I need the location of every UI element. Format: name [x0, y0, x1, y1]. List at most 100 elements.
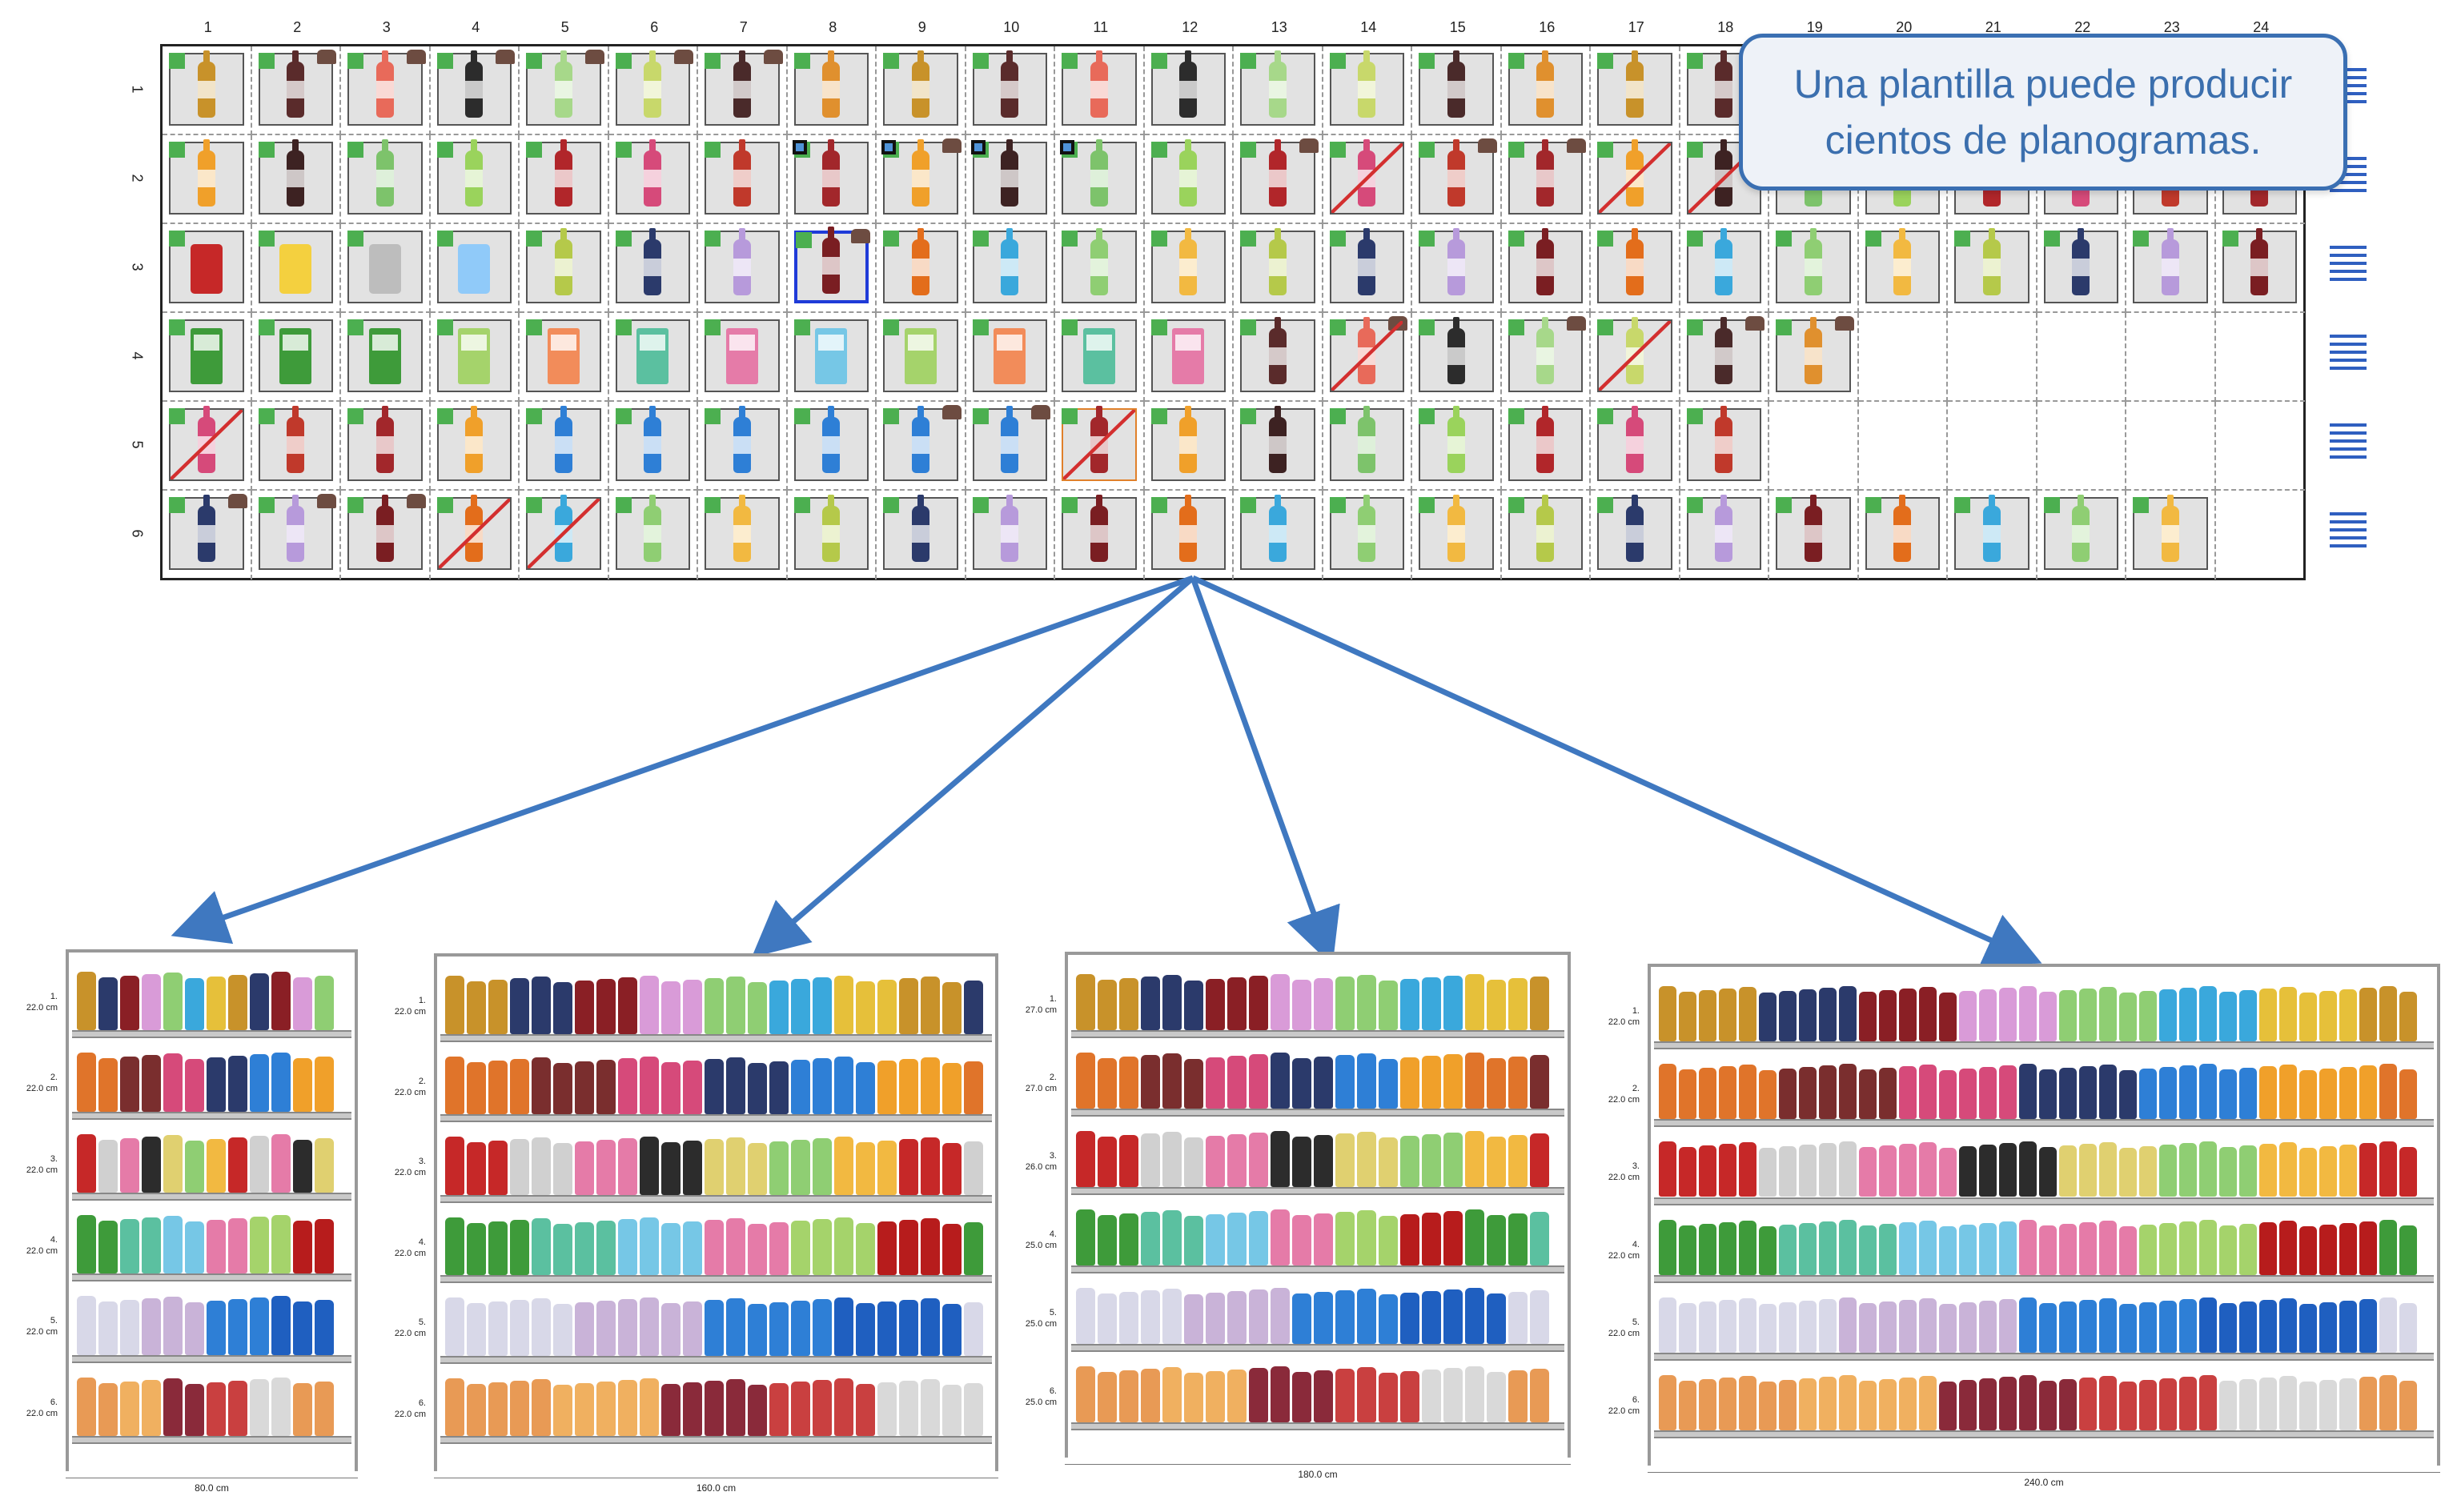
product-slot[interactable]: [972, 228, 1047, 303]
product-slot[interactable]: [526, 319, 601, 392]
template-cell[interactable]: [1144, 46, 1234, 135]
template-cell[interactable]: [430, 135, 520, 224]
shelf-5[interactable]: [440, 1355, 992, 1364]
shelf-6[interactable]: [1654, 1430, 2434, 1438]
template-cell[interactable]: [430, 46, 520, 135]
template-cell[interactable]: [966, 224, 1055, 313]
template-cell[interactable]: [1323, 135, 1412, 224]
template-cell[interactable]: [430, 224, 520, 313]
template-cell[interactable]: [2215, 313, 2305, 402]
product-slot[interactable]: [705, 319, 780, 392]
template-cell[interactable]: [341, 135, 431, 224]
product-slot[interactable]: [258, 139, 333, 215]
template-cell[interactable]: [1501, 313, 1591, 402]
template-cell[interactable]: [251, 313, 341, 402]
template-cell[interactable]: [2126, 224, 2216, 313]
product-slot[interactable]: [1419, 138, 1497, 215]
template-cell[interactable]: [2126, 313, 2216, 402]
product-slot[interactable]: [1062, 228, 1137, 303]
template-cell[interactable]: [1412, 491, 1502, 580]
template-cell[interactable]: [1858, 313, 1948, 402]
template-cell[interactable]: [2216, 491, 2306, 580]
template-cell[interactable]: [163, 491, 252, 580]
product-slot[interactable]: [705, 139, 780, 215]
template-cell[interactable]: [1591, 313, 1680, 402]
template-cell[interactable]: [520, 402, 609, 491]
product-slot[interactable]: [347, 50, 426, 126]
template-cell[interactable]: [341, 313, 431, 402]
template-cell[interactable]: [1948, 313, 2037, 402]
shelf-4[interactable]: [440, 1275, 992, 1283]
template-cell[interactable]: [1412, 224, 1502, 313]
template-cell[interactable]: [1948, 491, 2037, 580]
template-cell[interactable]: [787, 402, 877, 491]
product-slot[interactable]: [793, 406, 869, 481]
template-cell[interactable]: [163, 135, 252, 224]
template-cell[interactable]: [1234, 224, 1323, 313]
template-cell[interactable]: [252, 491, 341, 580]
template-cell[interactable]: [1501, 224, 1591, 313]
template-cell[interactable]: [1412, 135, 1502, 224]
product-slot[interactable]: [1240, 406, 1315, 481]
template-cell[interactable]: [698, 46, 788, 135]
template-cell[interactable]: [966, 491, 1055, 580]
product-slot[interactable]: [436, 406, 512, 481]
product-slot[interactable]: [1240, 495, 1315, 570]
product-slot[interactable]: [1419, 317, 1494, 392]
template-cell[interactable]: [251, 224, 341, 313]
product-slot[interactable]: [1865, 495, 1940, 570]
template-cell[interactable]: [1680, 491, 1769, 580]
product-slot[interactable]: [347, 319, 423, 392]
template-cell[interactable]: [1234, 135, 1323, 224]
product-slot[interactable]: [169, 231, 244, 303]
template-cell[interactable]: [2037, 491, 2126, 580]
product-slot[interactable]: [705, 495, 780, 570]
product-slot[interactable]: [258, 319, 333, 392]
template-cell[interactable]: [1948, 224, 2037, 313]
product-slot[interactable]: [615, 228, 690, 303]
template-cell[interactable]: [966, 46, 1055, 135]
template-cell[interactable]: [1234, 313, 1323, 402]
template-cell[interactable]: [520, 46, 609, 135]
template-cell[interactable]: [1055, 402, 1145, 491]
product-slot[interactable]: [1062, 319, 1137, 392]
shelf-1[interactable]: [440, 1033, 992, 1042]
template-cell[interactable]: [877, 402, 966, 491]
template-cell[interactable]: [251, 402, 341, 491]
template-cell[interactable]: [341, 224, 431, 313]
product-slot[interactable]: [436, 139, 512, 215]
template-cell[interactable]: [1412, 402, 1502, 491]
product-slot[interactable]: [615, 319, 690, 392]
product-slot[interactable]: [1150, 50, 1226, 126]
template-cell[interactable]: [1591, 46, 1680, 135]
product-slot[interactable]: [1419, 50, 1494, 126]
product-slot[interactable]: [1597, 495, 1672, 570]
template-cell[interactable]: [1680, 402, 1769, 491]
product-slot[interactable]: [1776, 495, 1851, 570]
template-cell[interactable]: [1769, 491, 1859, 580]
product-slot[interactable]: [169, 494, 247, 570]
product-slot[interactable]: [347, 231, 423, 303]
product-slot[interactable]: [883, 495, 958, 570]
template-cell[interactable]: [609, 491, 698, 580]
product-slot[interactable]: [1062, 495, 1137, 570]
template-cell[interactable]: [877, 135, 966, 224]
product-slot[interactable]: [347, 139, 423, 215]
template-cell[interactable]: [1323, 46, 1412, 135]
product-slot[interactable]: [1686, 316, 1764, 392]
product-slot[interactable]: [972, 405, 1050, 481]
product-slot[interactable]: [258, 231, 333, 303]
product-slot[interactable]: [1419, 406, 1494, 481]
product-slot[interactable]: [347, 494, 426, 570]
shelf-2[interactable]: [1071, 1109, 1564, 1117]
template-cell[interactable]: [1055, 224, 1145, 313]
planogram-4[interactable]: [1648, 964, 2440, 1466]
product-slot[interactable]: [1597, 317, 1672, 392]
shelf-4[interactable]: [1071, 1265, 1564, 1273]
template-cell[interactable]: [1144, 402, 1234, 491]
template-cell[interactable]: [1591, 491, 1680, 580]
product-slot[interactable]: [1240, 317, 1315, 392]
product-slot[interactable]: [793, 495, 869, 570]
template-cell[interactable]: [1859, 491, 1948, 580]
shelf-3[interactable]: [72, 1193, 351, 1201]
